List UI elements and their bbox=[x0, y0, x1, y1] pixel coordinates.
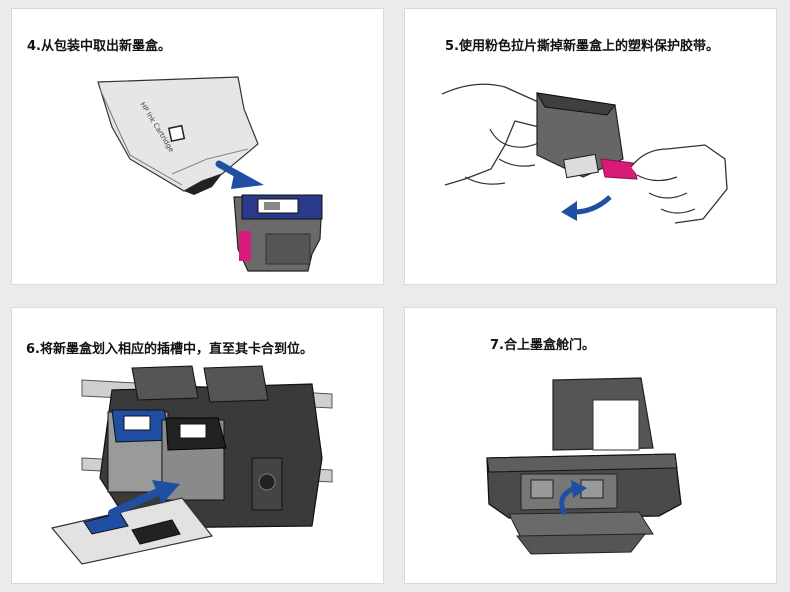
step-5-caption: 5.使用粉色拉片撕掉新墨盒上的塑料保护胶带。 bbox=[445, 39, 719, 54]
cartridge-unpack-illustration: HP Ink Cartridge bbox=[97, 76, 323, 272]
step-5-panel: 5.使用粉色拉片撕掉新墨盒上的塑料保护胶带。 bbox=[404, 8, 777, 285]
step-4-caption: 4.从包装中取出新墨盒。 bbox=[27, 39, 171, 54]
step-7-panel: 7.合上墨盒舱门。 bbox=[404, 307, 777, 584]
step-6-caption: 6.将新墨盒划入相应的插槽中，直至其卡合到位。 bbox=[26, 342, 313, 357]
step-6-panel: 6.将新墨盒划入相应的插槽中，直至其卡合到位。 bbox=[11, 307, 384, 584]
step-4-panel: 4.从包装中取出新墨盒。 HP Ink Cartridge bbox=[11, 8, 384, 285]
close-door-illustration bbox=[486, 377, 682, 555]
insert-cartridge-illustration bbox=[50, 365, 333, 565]
remove-tape-illustration bbox=[441, 83, 728, 224]
step-7-caption: 7.合上墨盒舱门。 bbox=[490, 338, 595, 353]
